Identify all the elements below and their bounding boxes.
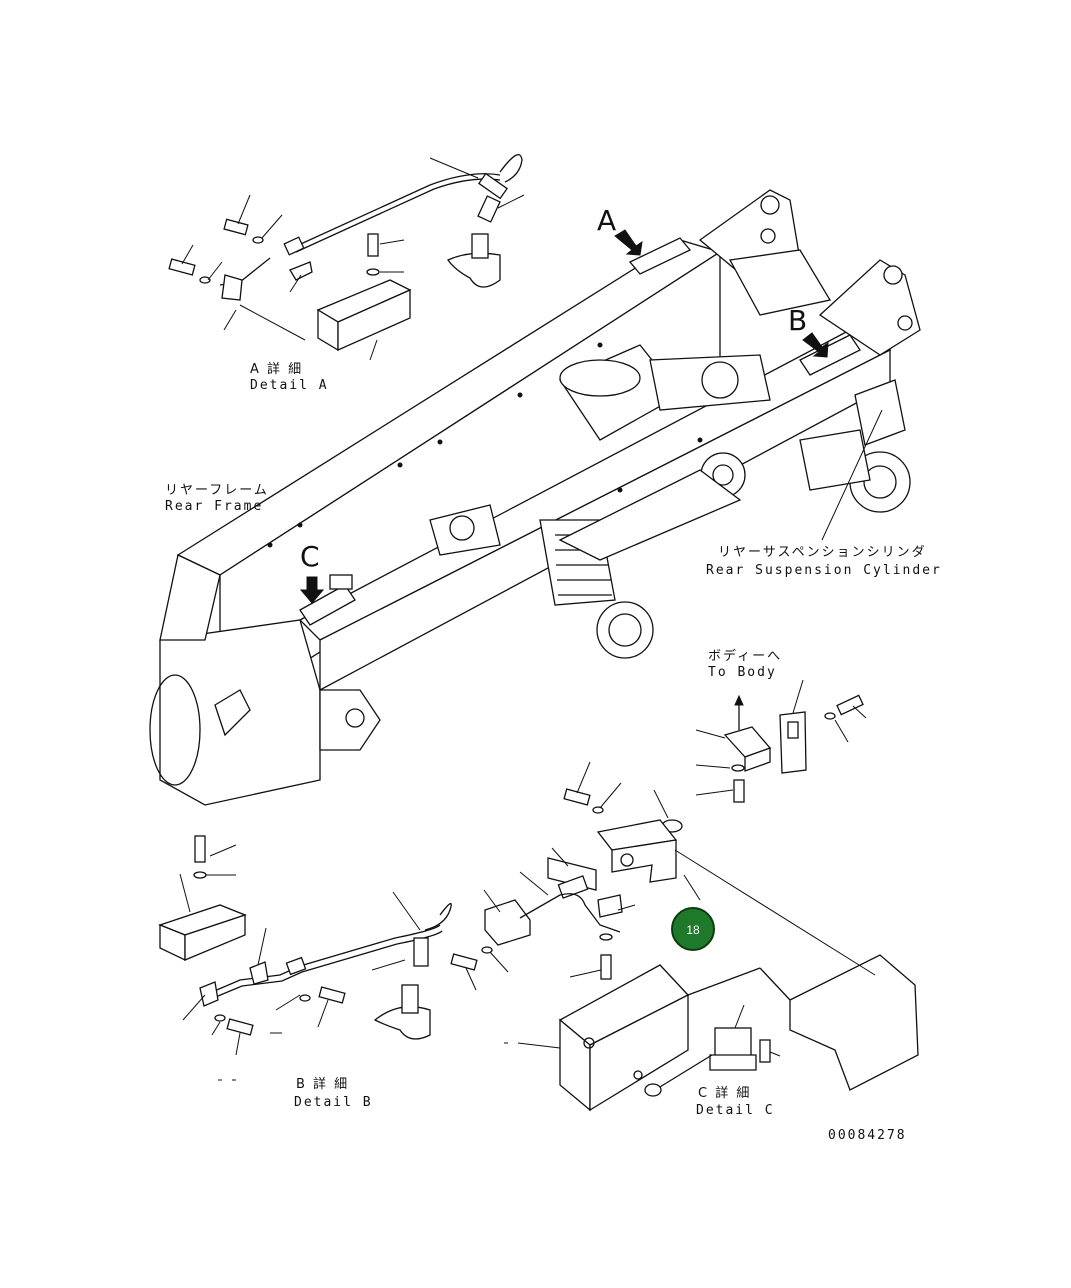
- detail-a-group: [168, 154, 525, 361]
- detail-b-group: [158, 835, 508, 1081]
- to-body-bracket-group: [695, 679, 867, 803]
- detail-a-caption: A 詳 細 Detail A: [250, 361, 329, 393]
- item-marker-circle[interactable]: [671, 907, 715, 951]
- detail-b-caption-en: Detail B: [294, 1095, 373, 1110]
- detail-c-caption: C 詳 細 Detail C: [696, 1085, 775, 1118]
- bolt-a2: [168, 258, 211, 284]
- rear-frame-assembly: [149, 189, 921, 806]
- detail-b-caption: B 詳 細 Detail B: [294, 1076, 373, 1110]
- detail-b-callout: B: [788, 304, 807, 337]
- detail-a-caption-en: Detail A: [250, 378, 329, 393]
- detail-c-callout: C: [300, 540, 320, 573]
- detail-b-arrow: [802, 332, 829, 358]
- detail-c-caption-jp: C 詳 細: [698, 1085, 751, 1101]
- bolt-a1: [223, 218, 264, 244]
- rear-suspension-caption-jp: リヤーサスペンションシリンダ: [718, 545, 927, 560]
- detail-c-group: [450, 761, 919, 1112]
- to-body-caption-jp: ボディーへ: [708, 648, 782, 664]
- detail-c-caption-en: Detail C: [696, 1103, 775, 1118]
- rear-frame-caption-jp: リヤーフレーム: [165, 483, 269, 498]
- to-body-caption: ボディーへ To Body: [708, 648, 782, 680]
- rear-suspension-caption: リヤーサスペンションシリンダ Rear Suspension Cylinder: [706, 545, 942, 578]
- detail-c-arrow: [299, 576, 325, 604]
- rear-suspension-caption-en: Rear Suspension Cylinder: [706, 563, 942, 578]
- to-body-caption-en: To Body: [708, 665, 777, 680]
- detail-a-caption-jp: A 詳 細: [250, 361, 303, 377]
- rear-frame-caption-en: Rear Frame: [165, 499, 263, 514]
- drawing-number: 00084278: [828, 1128, 907, 1143]
- detail-a-arrow: [614, 229, 643, 256]
- item-marker-label: 18: [686, 923, 700, 937]
- item-marker-18[interactable]: 18: [671, 907, 715, 951]
- rear-frame-caption: リヤーフレーム Rear Frame: [165, 483, 269, 514]
- detail-a-callout: A: [597, 204, 616, 237]
- detail-b-caption-jp: B 詳 細: [296, 1076, 349, 1092]
